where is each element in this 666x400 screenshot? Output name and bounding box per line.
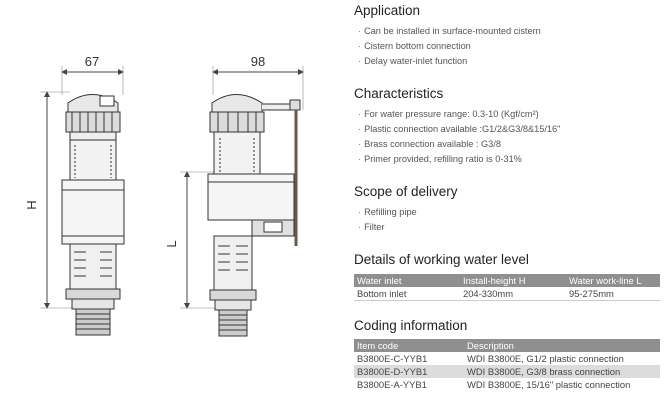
table-cell: Bottom inlet [354, 287, 460, 301]
right-width-dimension: 98 [251, 54, 265, 69]
working-level-heading: Details of working water level [354, 252, 529, 267]
table-cell: WDI B3800E, 15/16" plastic connection [467, 379, 631, 390]
application-heading: Application [354, 3, 421, 18]
table-header-row: Water inlet Install-height H Water work-… [354, 274, 660, 287]
table-cell: B3800E-D-YYB1 [354, 365, 464, 378]
coding-heading: Coding information [354, 318, 468, 333]
application-item: Can be installed in surface-mounted cist… [358, 26, 541, 36]
scope-heading: Scope of delivery [354, 184, 458, 199]
characteristics-heading: Characteristics [354, 86, 444, 101]
table-row: Bottom inlet 204-330mm 95-275mm [354, 287, 660, 301]
column-header: Water inlet [354, 274, 460, 287]
table-row: B3800E-A-YYB1 WDI B3800E, 15/16" plastic… [354, 378, 660, 391]
left-width-dimension: 67 [85, 54, 99, 69]
characteristics-item: Primer provided, refilling ratio is 0-31… [358, 154, 522, 164]
column-header: Description [464, 339, 660, 352]
length-dimension-label: L [164, 240, 179, 247]
table-header-row: Item code Description [354, 339, 660, 352]
application-item: Delay water-inlet function [358, 56, 467, 66]
scope-item: Refilling pipe [358, 207, 417, 217]
column-header: Item code [354, 339, 464, 352]
table-cell: 95-275mm [566, 287, 660, 301]
table-cell: WDI B3800E, G3/8 brass connection [464, 365, 660, 378]
table-cell: B3800E-C-YYB1 [357, 353, 428, 364]
side-view-valve [180, 66, 304, 337]
column-header: Install-height H [460, 274, 566, 287]
table-cell: 204-330mm [460, 287, 566, 301]
characteristics-item: For water pressure range: 0.3-10 (Kgf/cm… [358, 109, 539, 119]
table-cell: WDI B3800E, G1/2 plastic connection [467, 353, 624, 364]
specification-panel: Application Can be installed in surface-… [354, 0, 660, 400]
application-item: Cistern bottom connection [358, 41, 471, 51]
characteristics-item: Plastic connection available :G1/2&G3/8&… [358, 124, 560, 134]
scope-item: Filter [358, 222, 384, 232]
front-view-valve [40, 66, 125, 336]
working-level-table: Water inlet Install-height H Water work-… [354, 274, 660, 301]
column-header: Water work-line L [566, 274, 660, 287]
table-cell: B3800E-A-YYB1 [357, 379, 427, 390]
height-dimension-label: H [24, 200, 39, 209]
valve-technical-drawing: 67 98 H L [24, 54, 304, 337]
coding-table: Item code Description B3800E-C-YYB1 WDI … [354, 339, 660, 391]
characteristics-item: Brass connection available : G3/8 [358, 139, 501, 149]
table-row: B3800E-C-YYB1 WDI B3800E, G1/2 plastic c… [354, 352, 660, 365]
table-row: B3800E-D-YYB1 WDI B3800E, G3/8 brass con… [354, 365, 660, 378]
